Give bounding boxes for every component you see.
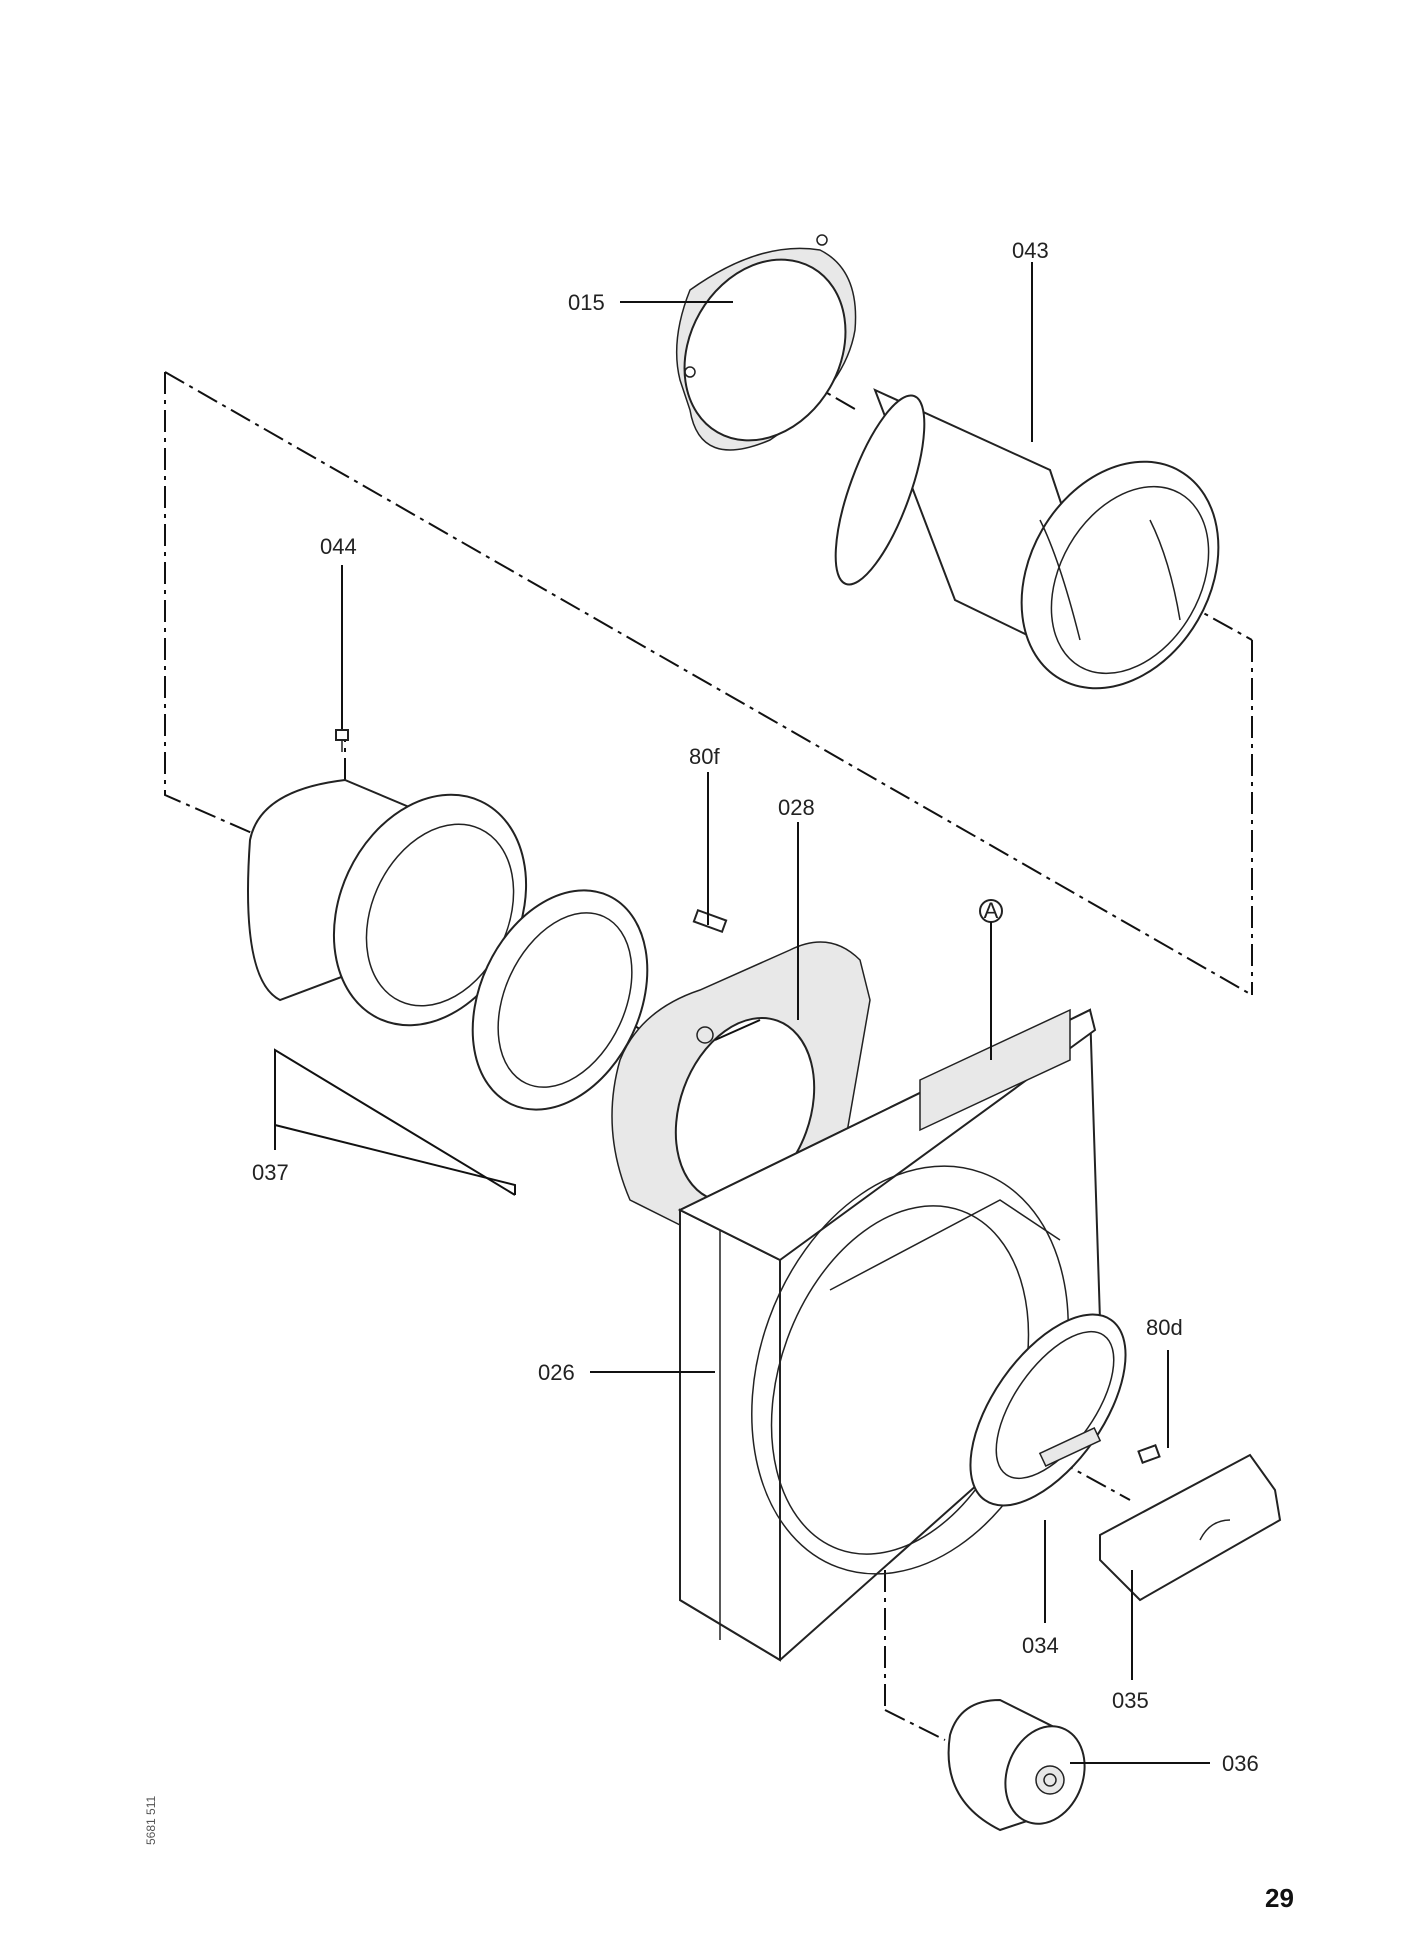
part-036-motor [947, 1698, 1086, 1832]
label-026: 026 [538, 1360, 575, 1385]
reference-marker-a: A [979, 898, 1003, 1060]
part-labels: 015 043 044 80f 028 037 026 80d 034 035 … [252, 238, 1259, 1776]
page-number: 29 [1265, 1883, 1294, 1913]
label-028: 028 [778, 795, 815, 820]
drawing-code: 5681 511 [144, 1796, 158, 1845]
part-043-tube [834, 388, 1220, 690]
part-80d-screw [1137, 1444, 1161, 1464]
part-015-gasket [675, 234, 857, 451]
label-044: 044 [320, 534, 357, 559]
reference-marker-label: A [984, 898, 999, 923]
label-037: 037 [252, 1160, 289, 1185]
leader-lines [590, 262, 1210, 1764]
part-026-housing [677, 1008, 1102, 1662]
label-034: 034 [1022, 1633, 1059, 1658]
part-80f-screw [692, 908, 728, 934]
leader-037-bracket [274, 1048, 516, 1196]
label-035: 035 [1112, 1688, 1149, 1713]
label-80f: 80f [689, 744, 720, 769]
part-037-flange [247, 778, 649, 1111]
label-015: 015 [568, 290, 605, 315]
label-043: 043 [1012, 238, 1049, 263]
label-80d: 80d [1146, 1315, 1183, 1340]
label-036: 036 [1222, 1751, 1259, 1776]
part-044-screw [335, 565, 349, 752]
part-034-air-damper [969, 1313, 1127, 1507]
part-035-cover [1099, 1453, 1282, 1602]
